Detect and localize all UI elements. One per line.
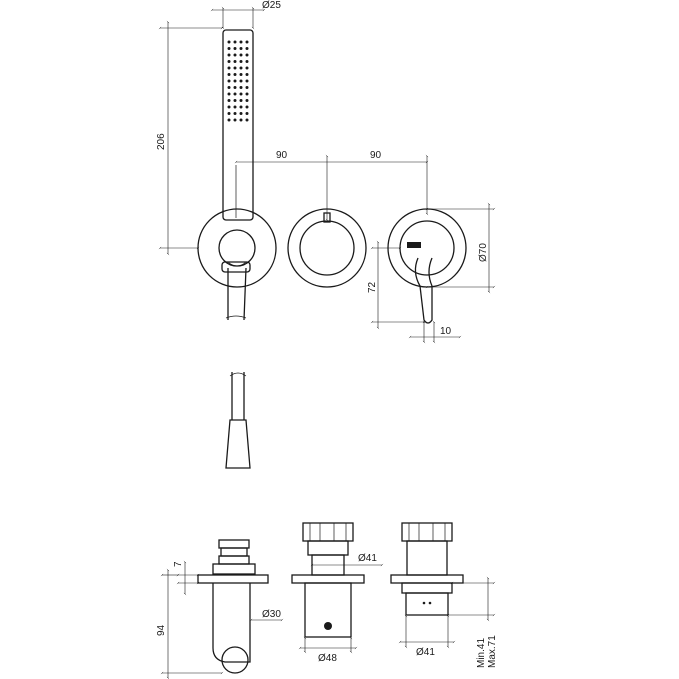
nozzle-dot bbox=[227, 79, 231, 83]
nozzle-dot bbox=[245, 47, 249, 50]
label-spacing-right: 90 bbox=[370, 150, 382, 161]
nozzle-dot bbox=[227, 92, 231, 96]
nozzle-dot bbox=[239, 60, 243, 63]
diverter-side-view bbox=[291, 522, 365, 638]
label-plate-diameter: Ø70 bbox=[478, 243, 489, 262]
dimension-lines-side bbox=[160, 560, 496, 679]
nozzle-dot bbox=[245, 66, 249, 70]
label-holder-depth: 94 bbox=[156, 624, 167, 636]
label-lever-width: 10 bbox=[440, 326, 452, 337]
nozzle-dot bbox=[227, 105, 231, 109]
nozzle-dot bbox=[233, 79, 237, 83]
nozzle-dot bbox=[239, 73, 243, 76]
diverter-front-view bbox=[287, 208, 367, 288]
nozzle-dot bbox=[227, 40, 231, 44]
nozzle-dot bbox=[233, 105, 237, 109]
nozzle-dot bbox=[245, 105, 249, 109]
nozzle-dot bbox=[245, 53, 249, 57]
nozzle-dot bbox=[233, 73, 237, 76]
nozzle-dot bbox=[239, 118, 243, 122]
nozzle-dot bbox=[239, 99, 243, 102]
nozzle-dot bbox=[239, 66, 243, 70]
nozzle-dot bbox=[227, 86, 231, 89]
nozzle-dot bbox=[239, 105, 243, 109]
nozzle-dot bbox=[227, 112, 231, 115]
holder-side-view bbox=[197, 539, 269, 674]
dimension-labels: Ø25 206 90 90 Ø70 72 10 7 94 Ø30 Ø41 Ø48… bbox=[156, 0, 498, 668]
label-holder-diameter: Ø30 bbox=[262, 609, 281, 620]
nozzle-dot bbox=[245, 99, 249, 102]
nozzle-dot bbox=[239, 86, 243, 89]
label-mixer-body-diameter: Ø41 bbox=[416, 647, 435, 658]
nozzle-dot bbox=[239, 92, 243, 96]
nozzle-dot bbox=[233, 53, 237, 57]
nozzle-dot bbox=[245, 118, 249, 122]
nozzle-dot bbox=[233, 86, 237, 89]
nozzle-dot bbox=[233, 118, 237, 122]
nozzle-dot bbox=[245, 40, 249, 44]
shower-nozzles-icon bbox=[227, 40, 249, 122]
nozzle-dot bbox=[227, 47, 231, 50]
nozzle-dot bbox=[233, 66, 237, 70]
nozzle-dot bbox=[239, 47, 243, 50]
label-diverter-body-diameter: Ø48 bbox=[318, 653, 337, 664]
dimension-lines-front bbox=[158, 6, 496, 344]
label-wall-depth-max: Max.71 bbox=[487, 635, 498, 668]
nozzle-dot bbox=[227, 66, 231, 70]
hand-shower-front-view bbox=[197, 29, 277, 321]
nozzle-dot bbox=[245, 60, 249, 63]
nozzle-dot bbox=[227, 60, 231, 63]
nozzle-dot bbox=[227, 53, 231, 57]
nozzle-dot bbox=[239, 40, 243, 44]
label-spacing-left: 90 bbox=[276, 150, 288, 161]
nozzle-dot bbox=[239, 79, 243, 83]
nozzle-dot bbox=[239, 112, 243, 115]
nozzle-dot bbox=[245, 79, 249, 83]
nozzle-dot bbox=[227, 99, 231, 102]
nozzle-dot bbox=[245, 73, 249, 76]
label-plate-thickness: 7 bbox=[173, 561, 184, 567]
label-hand-shower-height: 206 bbox=[156, 133, 167, 150]
hose-handle-view bbox=[225, 372, 251, 469]
nozzle-dot bbox=[245, 112, 249, 115]
nozzle-dot bbox=[233, 92, 237, 96]
nozzle-dot bbox=[233, 99, 237, 102]
label-wall-depth-min: Min.41 bbox=[476, 638, 487, 668]
nozzle-dot bbox=[245, 92, 249, 96]
nozzle-dot bbox=[245, 86, 249, 89]
nozzle-dot bbox=[233, 40, 237, 44]
nozzle-dot bbox=[233, 47, 237, 50]
mixer-front-view bbox=[387, 208, 467, 324]
nozzle-dot bbox=[239, 53, 243, 57]
nozzle-dot bbox=[227, 73, 231, 76]
nozzle-dot bbox=[233, 60, 237, 63]
label-hand-shower-diameter: Ø25 bbox=[262, 0, 281, 11]
nozzle-dot bbox=[227, 118, 231, 122]
mixer-side-view bbox=[390, 522, 464, 616]
label-lever-height: 72 bbox=[367, 281, 378, 293]
nozzle-dot bbox=[233, 112, 237, 115]
label-diverter-cap-diameter: Ø41 bbox=[358, 553, 377, 564]
